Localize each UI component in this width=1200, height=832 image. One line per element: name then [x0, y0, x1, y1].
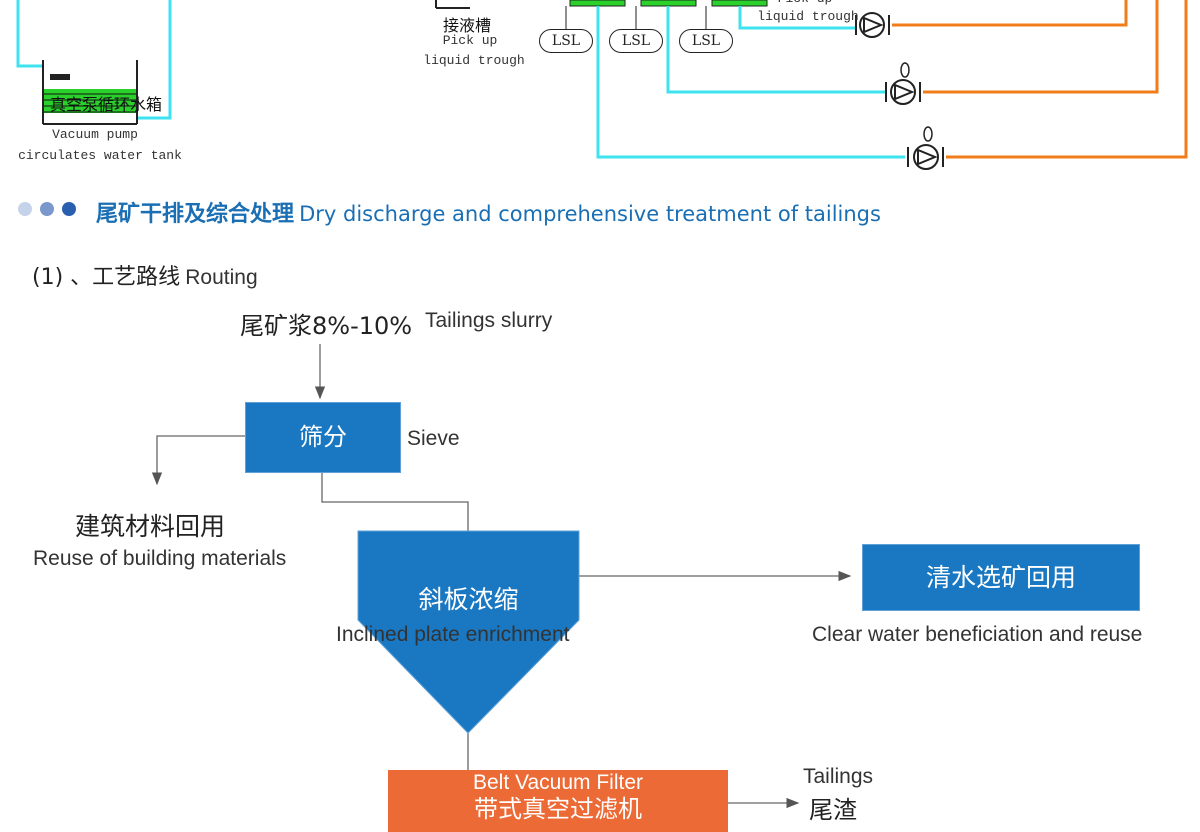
belt-filter-label-en: Belt Vacuum Filter	[473, 771, 643, 794]
clearwater-label-zh: 清水选矿回用	[925, 563, 1076, 592]
input-label-zh: 尾矿浆8%-10%	[240, 312, 413, 340]
input-label-en: Tailings slurry	[425, 309, 553, 332]
belt-filter-label-zh: 带式真空过滤机	[474, 795, 642, 823]
section-dot-1	[18, 202, 32, 216]
lsl-indicator-1: LSL	[539, 29, 593, 53]
trough-label-zh: 接液槽	[443, 16, 492, 35]
water-tank	[42, 60, 138, 125]
building-label-zh: 建筑材料回用	[75, 512, 226, 541]
building-label-en: Reuse of building materials	[33, 547, 287, 570]
pump-1	[855, 12, 890, 38]
pump-3	[907, 126, 944, 170]
clearwater-box: 清水选矿回用	[862, 544, 1140, 611]
routing-heading: (1) 、工艺路线 Routing	[32, 259, 258, 291]
tailings-label-en: Tailings	[803, 765, 874, 788]
belt-filter-box: Belt Vacuum Filter 带式真空过滤机	[388, 770, 728, 832]
lsl-indicator-2: LSL	[609, 29, 663, 53]
section-title-zh: 尾矿干排及综合处理	[96, 202, 295, 227]
tailings-label-zh: 尾渣	[809, 796, 857, 824]
section-title: 尾矿干排及综合处理 Dry discharge and comprehensiv…	[96, 196, 881, 228]
routing-heading-zh: (1) 、工艺路线	[32, 265, 181, 290]
enrich-label-en: Inclined plate enrichment	[336, 623, 570, 646]
lsl-indicator-3: LSL	[679, 29, 733, 53]
tank-label-en-2: circulates water tank	[18, 148, 182, 163]
tank-label-en-1: Vacuum pump	[52, 127, 138, 142]
enrichment-thickener-shape	[357, 530, 580, 734]
enrich-label-zh: 斜板浓缩	[418, 585, 519, 614]
tank-pipe-right	[138, 0, 172, 120]
section-title-en: Dry discharge and comprehensive treatmen…	[299, 202, 881, 226]
trough-label-en-1: Pick up	[442, 33, 498, 48]
flow-connectors	[151, 344, 852, 809]
piping-diagram	[16, 0, 1188, 170]
trough2-label-en-1: Pick up	[760, 0, 850, 9]
trough-left	[435, 0, 470, 9]
section-dot-2	[40, 202, 54, 216]
trough-label-en-2: liquid trough	[423, 53, 525, 68]
section-dot-3	[62, 202, 76, 216]
trough2-label-en-2: liquid trough	[757, 9, 859, 24]
sieve-box: 筛分	[245, 402, 401, 473]
sieve-label-zh: 筛分	[299, 423, 347, 451]
clearwater-label-en: Clear water beneficiation and reuse	[812, 623, 1143, 646]
sieve-label-en: Sieve	[407, 427, 460, 450]
pump-2	[885, 62, 921, 105]
tank-pipe-left	[16, 0, 42, 68]
tank-label-zh: 真空泵循环水箱	[50, 95, 163, 114]
routing-heading-en: Routing	[185, 266, 258, 289]
